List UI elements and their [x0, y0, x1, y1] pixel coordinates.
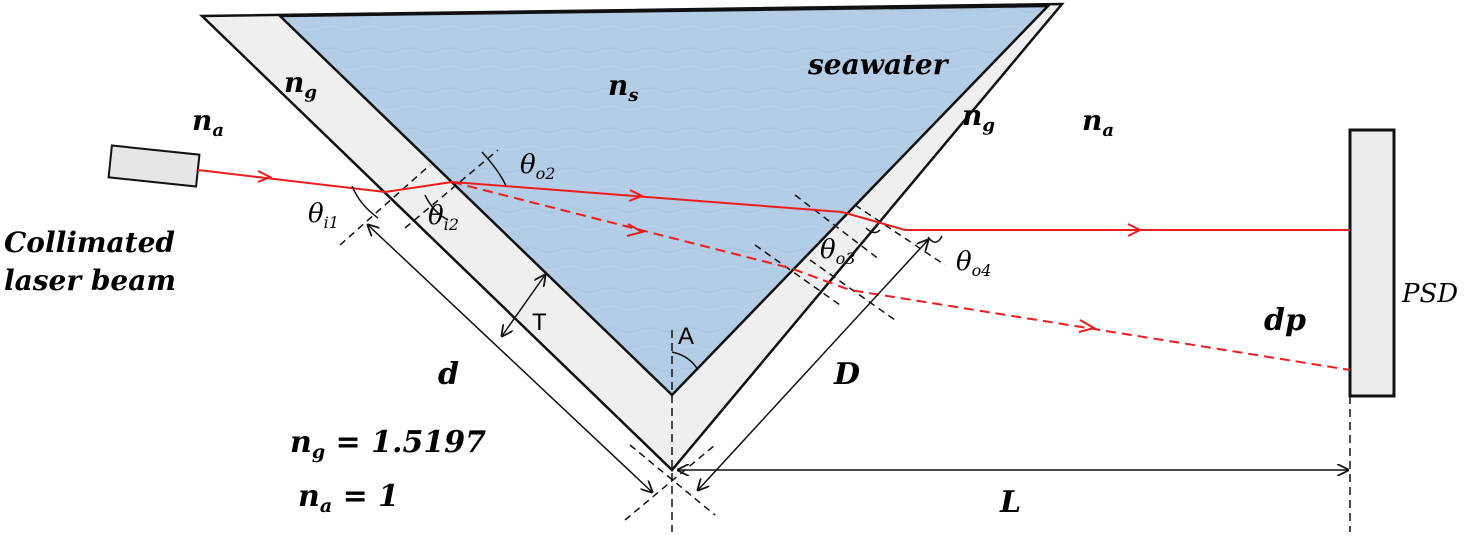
label-ng-equation: ng = 1.5197	[290, 425, 486, 463]
label-n-a-right: na	[1082, 104, 1114, 141]
label-theta-i2: θi2	[428, 201, 459, 234]
label-D: D	[833, 357, 860, 392]
label-T: T	[532, 309, 547, 336]
beam-arrow-1	[257, 170, 273, 183]
label-d: d	[438, 357, 459, 392]
seawater-region	[276, 4, 1051, 397]
label-theta-i1: θi1	[308, 199, 339, 232]
label-n-a-left: na	[192, 104, 224, 141]
laser-source	[107, 144, 201, 188]
label-collimated: Collimated	[4, 226, 175, 259]
label-n-g-left: ng	[284, 66, 317, 103]
label-dp: dp	[1264, 303, 1306, 338]
label-n-g-right: ng	[962, 99, 995, 136]
arc-theta-o2	[481, 151, 507, 187]
label-A: A	[678, 323, 694, 350]
psd-detector	[1348, 128, 1396, 398]
label-L: L	[999, 485, 1021, 520]
label-laser-beam: laser beam	[4, 264, 176, 297]
dim-D-arrow	[698, 240, 928, 490]
label-n-s: ns	[608, 69, 639, 106]
normal-i1	[339, 164, 431, 246]
arc-theta-i1	[351, 185, 379, 219]
beam-arrow-2	[628, 189, 645, 202]
label-theta-o4: θo4	[956, 247, 991, 280]
label-theta-o3: θo3	[820, 235, 855, 268]
label-theta-o2: θo2	[520, 150, 555, 183]
arc-theta-o4	[927, 235, 943, 243]
dim-d-arrow	[368, 225, 652, 492]
arc-theta-i2	[424, 194, 449, 221]
normal-i2	[404, 149, 499, 229]
label-seawater: seawater	[807, 48, 950, 81]
arc-theta-o3	[865, 227, 881, 234]
beam-arrow-5	[1078, 319, 1097, 333]
label-PSD: PSD	[1401, 279, 1458, 309]
laser-beam-dashed	[451, 181, 1351, 371]
beam-arrow-4	[1127, 223, 1143, 237]
label-na-equation: na = 1	[298, 479, 399, 517]
